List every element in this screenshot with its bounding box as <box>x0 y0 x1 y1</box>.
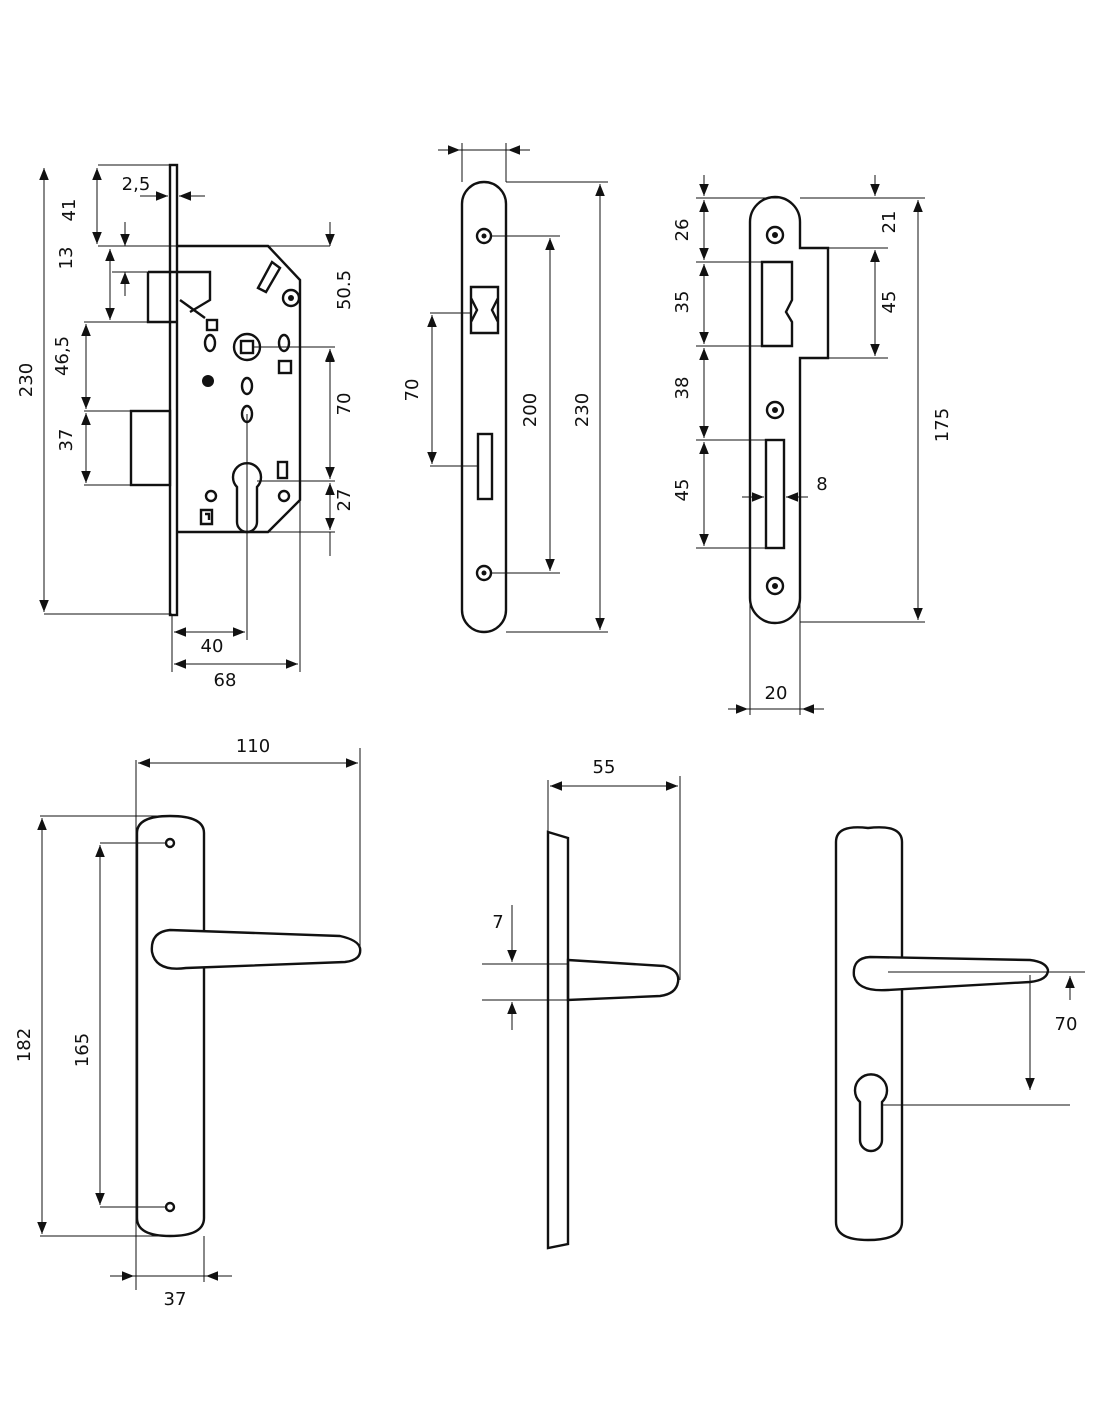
handle-front-view: 110 182 165 37 <box>14 736 362 1310</box>
handle-dim-110-label: 110 <box>236 736 270 757</box>
faceplate-outline <box>460 180 508 634</box>
spindle-square <box>239 339 255 355</box>
faceplate-dim-70-label: 70 <box>402 379 423 402</box>
strike-bolt-opening <box>764 438 786 550</box>
lock-forend-plate <box>168 163 179 617</box>
screw-dot <box>202 375 214 387</box>
side-dim-55-label: 55 <box>593 757 616 778</box>
latch-opening <box>469 285 500 335</box>
latch-tongue <box>177 270 212 314</box>
dim-46-5-label: 46,5 <box>52 336 73 376</box>
dim-40-label: 40 <box>201 636 224 657</box>
dim-230-label: 230 <box>16 363 37 397</box>
dead-bolt <box>129 409 172 487</box>
strike-dim-38-label: 38 <box>672 377 693 400</box>
bolt-opening <box>476 432 494 501</box>
dim-41-label: 41 <box>59 199 80 222</box>
follower-hook <box>256 260 282 294</box>
dim-68-label: 68 <box>214 670 237 691</box>
handle-side-lever <box>566 958 680 1002</box>
faceplate-view: 70 200 230 <box>402 143 608 634</box>
cylinder-keyhole <box>853 1073 889 1153</box>
dim-13-label: 13 <box>56 247 77 270</box>
strike-dim-175-label: 175 <box>932 408 953 442</box>
strike-dim-21-label: 21 <box>879 211 900 234</box>
cylinder-handle-lever <box>852 955 1050 992</box>
handle-front-lever <box>150 928 362 970</box>
handle-side-backplate <box>546 830 570 1250</box>
dim-27-label: 27 <box>334 489 355 512</box>
dim-50-5-label: 50.5 <box>334 270 355 310</box>
strike-dim-45-right-label: 45 <box>879 291 900 314</box>
side-dim-7-label: 7 <box>492 912 503 933</box>
cylinder-cutout <box>231 462 263 534</box>
dim-37-label: 37 <box>56 429 77 452</box>
handle-front-backplate <box>135 814 206 1238</box>
handle-cylinder-view: 70 <box>834 826 1085 1242</box>
lock-case-outline <box>177 244 302 534</box>
strike-dim-20-label: 20 <box>765 683 788 704</box>
strike-latch-opening <box>760 260 794 348</box>
strike-dim-45-left-label: 45 <box>672 479 693 502</box>
handle-dim-182-label: 182 <box>14 1028 35 1062</box>
strike-dim-35-label: 35 <box>672 291 693 314</box>
cylinder-handle-backplate <box>834 826 904 1242</box>
strike-dim-8-label: 8 <box>816 474 827 495</box>
dim-70-label: 70 <box>334 393 355 416</box>
dim-2-5-label: 2,5 <box>122 174 151 195</box>
handle-dim-165-label: 165 <box>72 1033 93 1067</box>
latch-bolt <box>146 270 177 324</box>
handle-dim-37-label: 37 <box>164 1289 187 1310</box>
faceplate-dim-200-label: 200 <box>520 393 541 427</box>
cylinder-dim-70-label: 70 <box>1055 1014 1078 1035</box>
follower-pin <box>281 288 301 308</box>
strike-plate-view: 26 35 38 45 21 45 175 8 20 <box>672 175 953 715</box>
handle-side-view: 55 7 <box>482 757 681 1250</box>
lock-body-view: 230 41 2,5 13 46,5 37 50.5 70 27 40 <box>16 163 355 691</box>
faceplate-dim-230-label: 230 <box>572 393 593 427</box>
strike-dim-26-label: 26 <box>672 219 693 242</box>
